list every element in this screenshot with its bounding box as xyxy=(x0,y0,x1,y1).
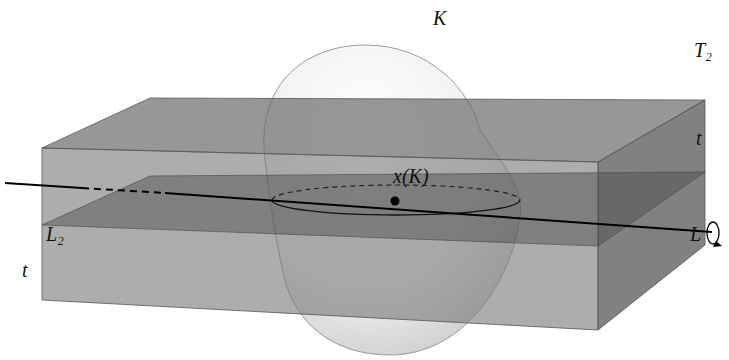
slab-label: T₂ xyxy=(694,40,712,60)
centroid-point xyxy=(391,197,400,206)
axis-line-hidden xyxy=(82,188,165,193)
width-label: t xyxy=(22,260,28,280)
axis-line xyxy=(165,193,712,232)
point-label: x(K) xyxy=(393,166,429,186)
width-label: t xyxy=(696,128,702,148)
rotation-arrow xyxy=(707,222,719,244)
plane-l2 xyxy=(42,172,705,246)
body-label: K xyxy=(433,8,446,28)
axis-line xyxy=(5,183,82,188)
axis-label: L xyxy=(690,224,701,244)
plane-label: L₂ xyxy=(46,224,64,244)
rotation-arrowhead xyxy=(713,241,722,247)
